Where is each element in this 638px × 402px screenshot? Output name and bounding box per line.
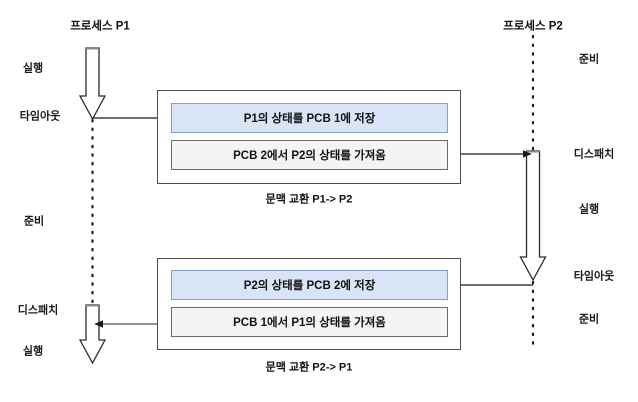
switch2-restore-row: PCB 1에서 P1의 상태를 가져옴 xyxy=(171,307,448,337)
p1-state-label-4: 실행 xyxy=(22,345,44,358)
process-title-p2: 프로세스 P2 xyxy=(503,20,563,33)
p2-state-label-3: 타임아웃 xyxy=(573,270,615,283)
p2-state-label-2: 실행 xyxy=(578,203,600,216)
switch1-caption: 문맥 교환 P1-> P2 xyxy=(265,193,353,206)
switch2-save-row: P2의 상태를 PCB 2에 저장 xyxy=(171,270,448,300)
switch1-restore-row: PCB 2에서 P2의 상태를 가져옴 xyxy=(171,140,448,170)
switch1-save-row: P1의 상태를 PCB 1에 저장 xyxy=(171,103,448,133)
switch2-caption: 문맥 교환 P2-> P1 xyxy=(265,361,353,374)
p1-running-block-arrow xyxy=(78,47,107,121)
p2-state-label-4: 준비 xyxy=(578,313,600,326)
context-switch-block-2: P2의 상태를 PCB 2에 저장 PCB 1에서 P1의 상태를 가져옴 xyxy=(157,258,461,350)
p2-state-label-0: 준비 xyxy=(578,53,600,66)
p1-running-block-arrow-2 xyxy=(78,304,107,365)
process-title-p1: 프로세스 P1 xyxy=(70,20,130,33)
p1-state-label-1: 타임아웃 xyxy=(19,110,61,123)
p1-state-label-2: 준비 xyxy=(23,215,45,228)
p2-state-label-1: 디스패치 xyxy=(573,148,615,161)
p1-state-label-3: 디스패치 xyxy=(17,304,59,317)
p2-running-block-arrow xyxy=(519,150,547,282)
context-switch-block-1: P1의 상태를 PCB 1에 저장 PCB 2에서 P2의 상태를 가져옴 xyxy=(157,90,461,184)
p1-state-label-0: 실행 xyxy=(22,62,44,75)
